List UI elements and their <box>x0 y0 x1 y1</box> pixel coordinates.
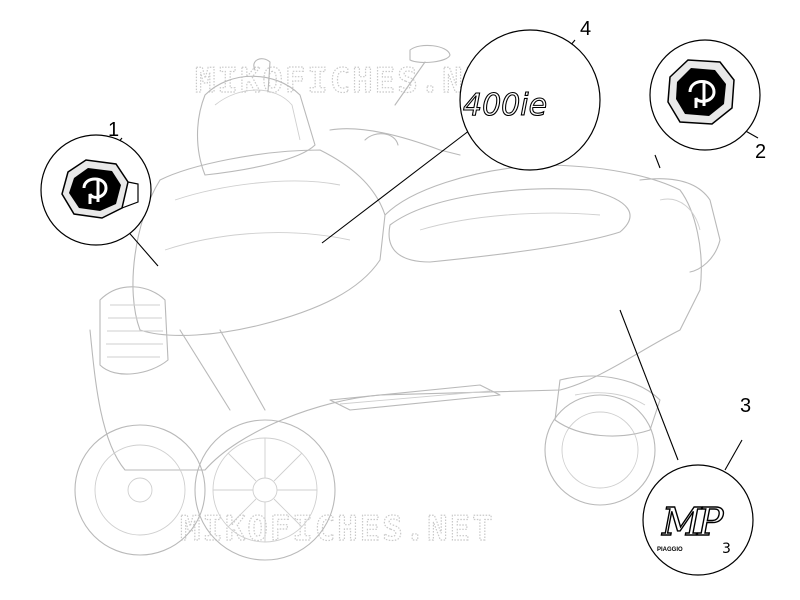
watermark-top: MIKOFICHES.NET <box>195 61 510 101</box>
callout-3: MP 3 PIAGGIO 3 <box>619 309 754 576</box>
400ie-decal: 400ie <box>463 88 547 123</box>
watermark-bottom: MIKOFICHES.NET <box>180 509 495 549</box>
callout-4: 400ie 4 <box>321 18 601 244</box>
mp3-logo-decal: MP 3 PIAGGIO <box>657 499 731 557</box>
callout-1: 1 <box>40 119 159 267</box>
callout-number-1: 1 <box>108 119 119 141</box>
callout-2: 2 <box>649 39 766 169</box>
piaggio-emblem-rear-icon <box>667 59 735 125</box>
callout-number-3: 3 <box>740 395 751 417</box>
mp3-logo-text: MP <box>661 500 725 544</box>
mp3-superscript: 3 <box>722 541 731 557</box>
piaggio-small-label: PIAGGIO <box>657 547 683 553</box>
callout-number-2: 2 <box>755 141 766 163</box>
piaggio-emblem-front-icon <box>61 159 139 219</box>
scooter-drawing <box>74 44 721 561</box>
callout-number-4: 4 <box>580 18 591 40</box>
